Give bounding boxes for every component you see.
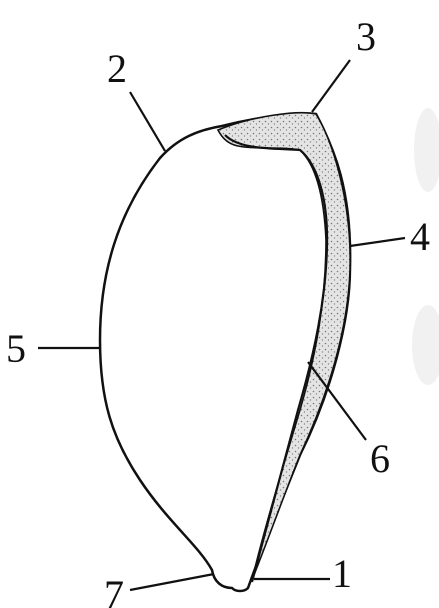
label-6: 6: [370, 436, 390, 481]
label-2: 2: [107, 46, 127, 91]
label-3: 3: [356, 14, 376, 59]
leader-7: [130, 574, 214, 590]
background-smudge: [414, 108, 439, 192]
label-7: 7: [104, 572, 124, 608]
label-4: 4: [410, 214, 430, 259]
leader-2: [130, 92, 165, 151]
leader-3: [312, 60, 350, 112]
label-1: 1: [332, 551, 352, 596]
background-smudge: [412, 305, 439, 385]
label-5: 5: [6, 326, 26, 371]
leader-4: [350, 238, 405, 246]
